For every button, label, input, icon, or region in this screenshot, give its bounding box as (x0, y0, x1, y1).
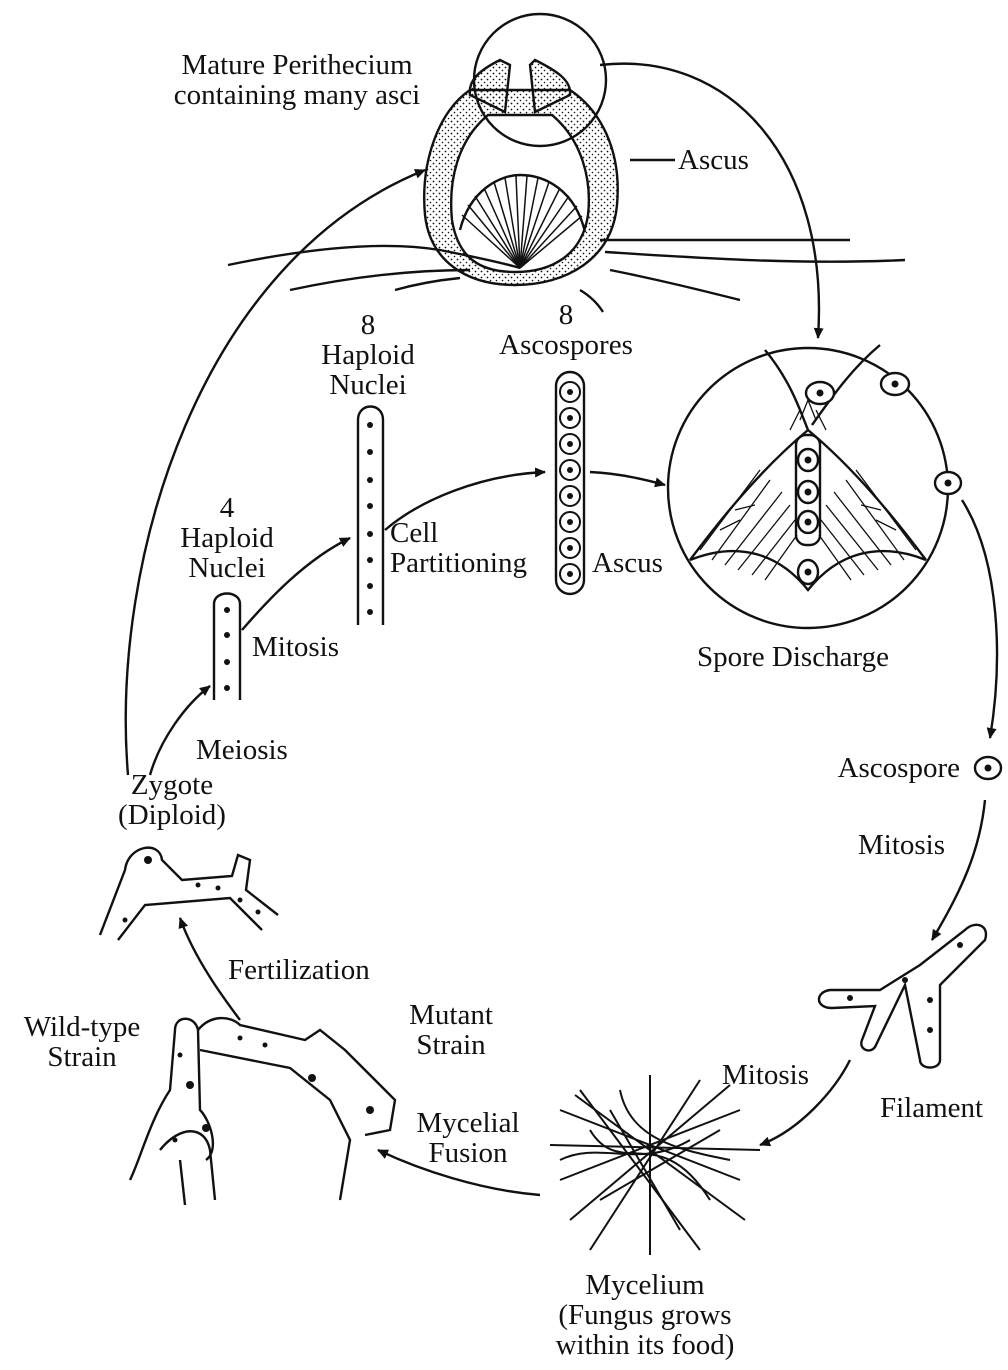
haploid8-num: 8 (321, 310, 414, 340)
ascospore-label: Ascospore (838, 753, 960, 783)
haploid4-label: 4 Haploid Nuclei (180, 493, 273, 583)
haploid4-line1: Haploid (180, 523, 273, 553)
haploid8-line2: Nuclei (321, 370, 414, 400)
mycelium-line3: within its food) (556, 1330, 735, 1360)
mitosis-right-label: Mitosis (858, 830, 945, 860)
ascus-top-label: Ascus (678, 145, 749, 175)
mitosis-top-label: Mitosis (252, 632, 339, 662)
arrow-to-discharge (590, 472, 665, 485)
mitosis-bottom-label: Mitosis (722, 1060, 809, 1090)
meiosis-label: Meiosis (196, 735, 288, 765)
mycelial-fusion-line2: Fusion (416, 1138, 519, 1168)
arrow-perithecium-to-discharge (600, 64, 819, 338)
mutant-line1: Mutant (409, 1000, 493, 1030)
spore-discharge-label: Spore Discharge (697, 642, 889, 672)
filament-label: Filament (880, 1093, 983, 1123)
ascospores8-line1: Ascospores (499, 330, 633, 360)
haploid4-num: 4 (180, 493, 273, 523)
mycelium-line2: (Fungus grows (556, 1300, 735, 1330)
ascospore-cells (560, 382, 580, 584)
zygote-label: Zygote (Diploid) (118, 770, 226, 830)
perithecium-line1: Mature Perithecium (174, 50, 420, 80)
cell-partitioning-line2: Partitioning (390, 548, 527, 578)
ascus-8-nuclei (358, 407, 383, 626)
haploid8-line1: Haploid (321, 340, 414, 370)
mutant-label: Mutant Strain (409, 1000, 493, 1060)
arrow-discharge-to-ascospore (962, 500, 997, 738)
mycelium-label: Mycelium (Fungus grows within its food) (556, 1270, 735, 1360)
cell-partitioning-label: Cell Partitioning (390, 518, 527, 578)
zygote-line1: Zygote (118, 770, 226, 800)
haploid8-label: 8 Haploid Nuclei (321, 310, 414, 400)
perithecium-label: Mature Perithecium containing many asci (174, 50, 420, 110)
haploid4-line2: Nuclei (180, 553, 273, 583)
arrow-ascospore-to-filament (932, 800, 985, 940)
fusion-hyphae (130, 1018, 395, 1205)
ascospores8-label: 8 Ascospores (499, 300, 633, 360)
perithecium-line2: containing many asci (174, 80, 420, 110)
ascus-8-ascospores (556, 372, 584, 594)
mycelium-line1: Mycelium (556, 1270, 735, 1300)
mycelium-drawing (550, 1075, 760, 1255)
mycelial-fusion-line1: Mycelial (416, 1108, 519, 1138)
wild-type-label: Wild-type Strain (24, 1012, 140, 1072)
zygote-line2: (Diploid) (118, 800, 226, 830)
ascus-mid-label: Ascus (592, 548, 663, 578)
discharged-spores (798, 373, 1001, 779)
mycelial-fusion-label: Mycelial Fusion (416, 1108, 519, 1168)
zygote-hyphae (100, 848, 278, 940)
fertilization-label: Fertilization (228, 955, 370, 985)
ascospores8-num: 8 (499, 300, 633, 330)
arrow-zygote-to-perithecium (126, 170, 425, 775)
wild-type-line2: Strain (24, 1042, 140, 1072)
cell-partitioning-line1: Cell (390, 518, 527, 548)
mutant-line2: Strain (409, 1030, 493, 1060)
wild-type-line1: Wild-type (24, 1012, 140, 1042)
